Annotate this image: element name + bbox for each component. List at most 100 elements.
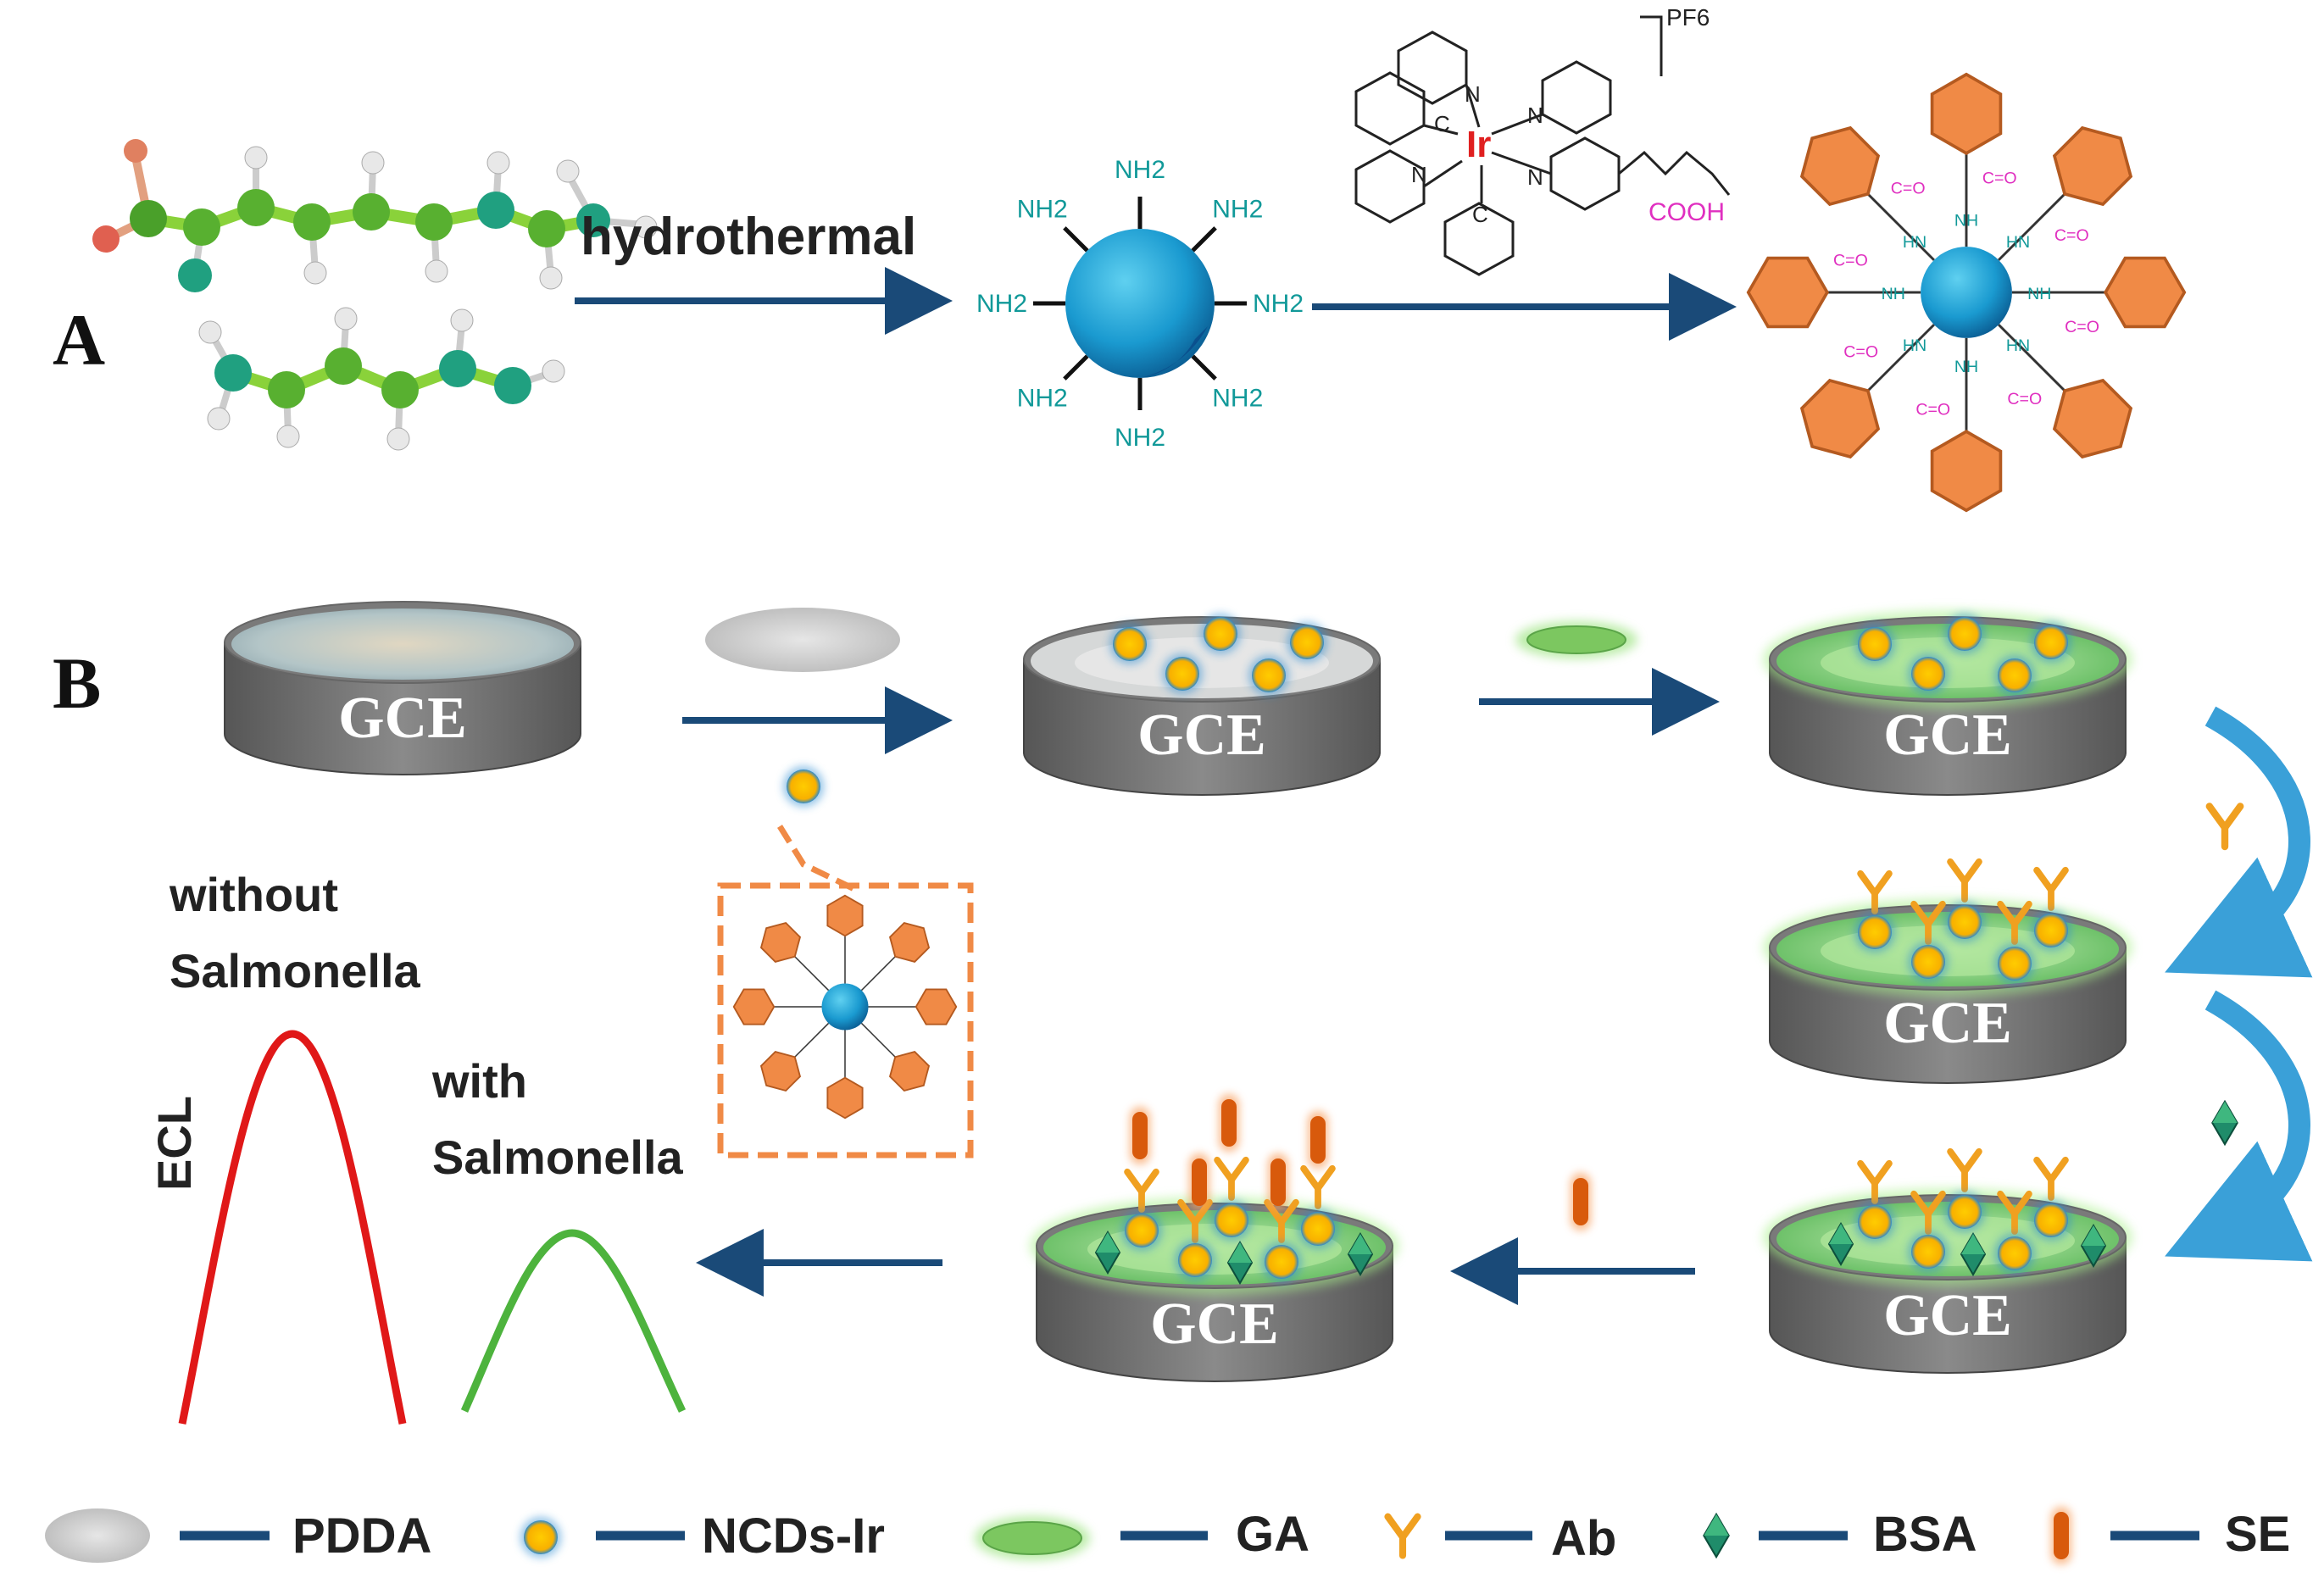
electrode-bsa: GCE (1763, 1152, 2132, 1374)
legend-ncds-ir-icon (520, 1517, 561, 1558)
ncds-ir-particle (1908, 942, 1949, 982)
antibody (1304, 1169, 1332, 1206)
salmonella-cell (1130, 1107, 1150, 1164)
complex-hexagon (1746, 256, 1829, 329)
curved-arrow-ab (2165, 706, 2313, 978)
curved-arrow-bsa (2165, 990, 2313, 1262)
amide-nh-label: HN (1903, 233, 1926, 252)
amide-nh-label: HN (2006, 233, 2030, 252)
carboxyl-label: COOH (1648, 198, 1725, 226)
antibody (2037, 870, 2065, 908)
curve-low-label-line-1: with (431, 1054, 527, 1108)
ncds-ir-particle (1109, 624, 1150, 664)
ncds-ir-particle (1211, 1200, 1252, 1241)
legend-ga-icon (975, 1516, 1090, 1560)
electrode-ab: GCE (1763, 862, 2132, 1084)
amide-carbonyl-label: C=O (2007, 390, 2042, 408)
amine-label: NH2 (1212, 195, 1263, 223)
ncds-ir-particle (1121, 1210, 1162, 1251)
electrode-sequence: GCE GCE GCE GCE GCE GCE (224, 601, 2132, 1382)
amide-carbonyl-label: C=O (1915, 400, 1950, 419)
conjugate-core (1921, 247, 2012, 338)
ncds-ir-particle (2031, 910, 2071, 951)
amide-carbonyl-label: C=O (1891, 180, 1926, 198)
electrode-label: GCE (1137, 703, 1266, 768)
antibody (1950, 862, 1979, 899)
curve-low-label-line-2: Salmonella (432, 1131, 684, 1184)
n-label-left: N (1411, 162, 1427, 187)
amine-label: NH2 (1115, 424, 1165, 452)
legend-bsa-label: BSA (1873, 1507, 1977, 1562)
amine-carbon-dot (1065, 229, 1215, 378)
legend-pdda-icon (45, 1508, 150, 1563)
panel-a-label: A (53, 299, 105, 381)
legend: PDDA NCDs-Ir GA Ab BSA SE (45, 1507, 2290, 1566)
antibody (1217, 1160, 1246, 1197)
hydrothermal-label: hydrothermal (581, 208, 916, 266)
legend-ab-label: Ab (1551, 1511, 1616, 1566)
electrode-ga: GCE (1763, 610, 2132, 796)
ncds-ir-inset-conjugate (732, 894, 958, 1120)
ncds-ir-particle (1854, 1202, 1895, 1242)
amine-label: NH2 (1212, 385, 1263, 413)
n-label-right: N (1527, 103, 1543, 128)
salmonella-cell (1189, 1153, 1209, 1211)
amide-nh-label: NH (2027, 285, 2051, 303)
legend-pdda-label: PDDA (292, 1508, 431, 1564)
panel-b-label: B (53, 642, 101, 724)
ncds-ir-particle (1287, 622, 1327, 663)
ncd-reagent-icon (783, 766, 824, 807)
amine-label: NH2 (976, 290, 1027, 318)
electrode-captured: GCE (1030, 1094, 1399, 1382)
amide-nh-label: NH (1954, 212, 1978, 231)
legend-bsa-icon (1703, 1513, 1730, 1558)
electrode-label: GCE (1883, 991, 2012, 1056)
ncds-ir-particle (1994, 943, 2035, 984)
complex-hexagon (732, 988, 776, 1025)
salmonella-cell (1268, 1153, 1288, 1211)
iridium-label: Ir (1466, 124, 1491, 165)
c-label-bottom: C (1472, 202, 1488, 227)
legend-ab-icon (1387, 1517, 1417, 1556)
electrode-bare: GCE (224, 601, 581, 775)
legend-se-label: SE (2225, 1507, 2290, 1562)
ncds-ir-particle (1944, 614, 1985, 654)
amide-carbonyl-label: C=O (1833, 252, 1868, 270)
legend-se-icon (2051, 1507, 2071, 1564)
conjugate-core (821, 983, 869, 1031)
ncds-ir-particle (2031, 1200, 2071, 1241)
iridium-complex-structure (1354, 15, 1731, 276)
electrode-label: GCE (1150, 1292, 1279, 1357)
ecl-axis-label: ECL (147, 1096, 201, 1191)
electrode-label: GCE (1883, 1283, 2012, 1348)
ncds-ir-particle (1248, 655, 1289, 696)
complex-hexagon (915, 988, 958, 1025)
ncds-ir-particle (1994, 1233, 2035, 1274)
ncds-ir-particle (1175, 1240, 1215, 1281)
ncds-ir-particle (1908, 1231, 1949, 1272)
ecl-curve-without-salmonella (178, 1030, 407, 1425)
ncds-ir-particle (1908, 653, 1949, 694)
complex-hexagon (1930, 72, 2003, 155)
ncds-ir-particle (1994, 655, 2035, 696)
counter-ion-label: PF6 (1666, 4, 1710, 31)
ncds-ir-particle (1261, 1242, 1302, 1282)
amide-carbonyl-label: C=O (2054, 226, 2089, 245)
amide-carbonyl-label: C=O (1843, 343, 1878, 362)
c-label-top: C (1434, 111, 1450, 136)
ncds-ir-particle (1854, 624, 1895, 664)
amide-carbonyl-label: C=O (1982, 169, 2017, 187)
ncds-ir-particle (1944, 902, 1985, 942)
complex-hexagon (2104, 256, 2187, 329)
ncds-ir-particle (1200, 614, 1241, 654)
n-label-right-lower: N (1527, 164, 1543, 190)
ncds-ir-particle (1944, 1192, 1985, 1232)
ncds-ir-particle (2031, 622, 2071, 663)
pdda-reagent-icon (705, 608, 900, 672)
amine-label: NH2 (1017, 385, 1068, 413)
ga-reagent-icon (1515, 621, 1637, 658)
ncds-ir-inset-frame (717, 882, 974, 1158)
amide-nh-label: HN (2006, 336, 2030, 355)
n-label-top: N (1465, 81, 1481, 107)
